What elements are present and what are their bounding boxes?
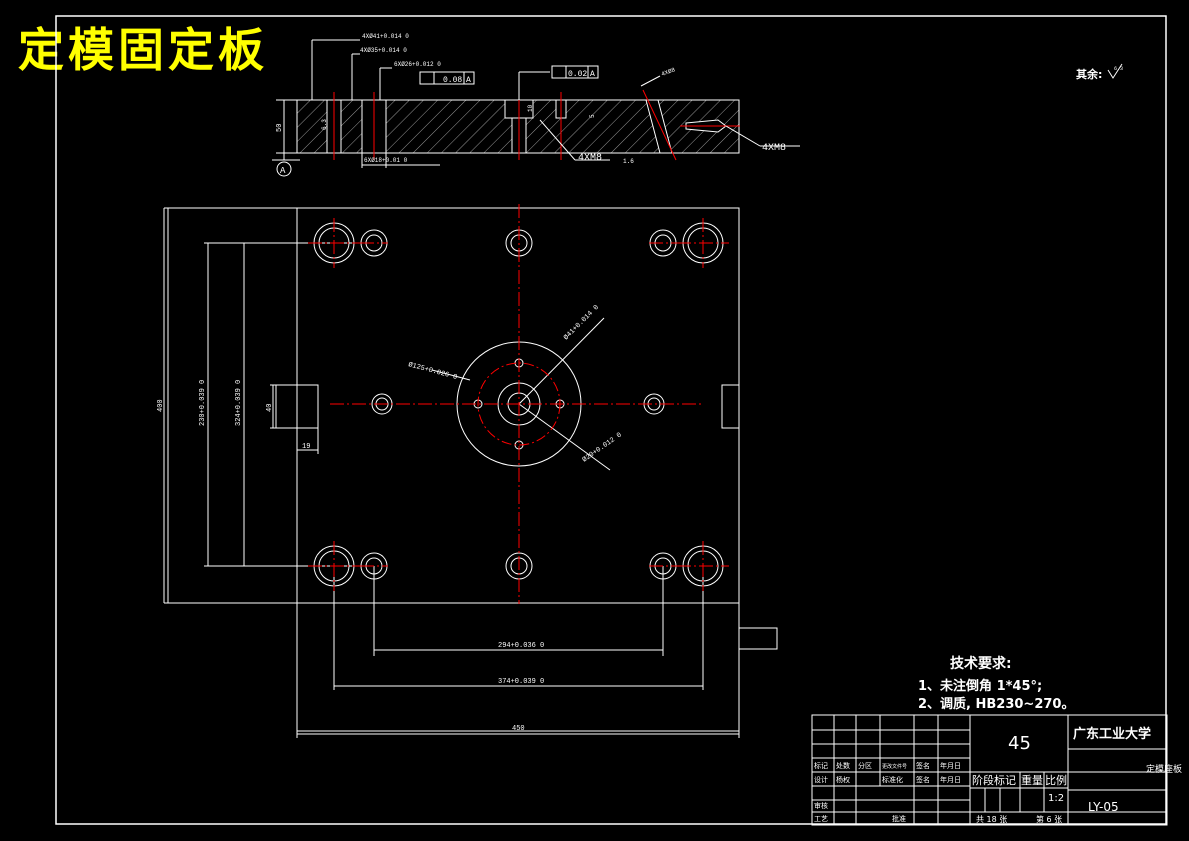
scale: 1:2 bbox=[1048, 793, 1064, 804]
perp-tolerance: 0.08 bbox=[443, 76, 462, 85]
tb-craft: 工艺 bbox=[814, 815, 828, 823]
dim-depth-2: 5 bbox=[589, 114, 596, 118]
tb-date: 年月日 bbox=[940, 775, 961, 784]
tb-label-2: 分区 bbox=[858, 761, 872, 770]
dim-bore-26: 6XØ26+0.012 0 bbox=[394, 61, 441, 68]
tb-weight: 重量 bbox=[1021, 773, 1043, 787]
bolt-circle bbox=[477, 362, 561, 446]
plate-outline bbox=[296, 207, 740, 732]
dim-bore-125: Ø125+0.026 0 bbox=[407, 360, 458, 382]
tb-standard: 标准化 bbox=[882, 775, 903, 784]
tech-req-item-1: 1、未注倒角 1*45°; bbox=[918, 678, 1042, 694]
dim-depth: 10 bbox=[527, 104, 534, 112]
dim-width: 450 bbox=[512, 725, 525, 733]
drawing-no: LY-05 bbox=[1088, 800, 1119, 814]
tb-label-0: 标记 bbox=[814, 761, 828, 770]
tb-sign: 签名 bbox=[916, 775, 930, 784]
tb-design: 设计 bbox=[814, 775, 828, 784]
dim-slot-19: 19 bbox=[302, 443, 310, 451]
perp-datum: A bbox=[466, 76, 471, 85]
thread-m8-right: 4XM8 bbox=[762, 143, 786, 154]
parallel-datum: A bbox=[590, 70, 595, 79]
dim-bore-35: 4XØ35+0.014 0 bbox=[360, 47, 407, 54]
dim-bore-41: 4XØ41+0.014 0 bbox=[362, 33, 409, 40]
dim-374: 374+0.039 0 bbox=[498, 678, 544, 686]
material: 45 bbox=[1008, 733, 1031, 754]
tb-designer: 杨权 bbox=[836, 775, 850, 784]
dim-thickness: 50 bbox=[276, 124, 284, 132]
dim-height: 400 bbox=[157, 399, 165, 412]
part-name: 定模座板 bbox=[1146, 763, 1182, 775]
tech-req-item-2: 2、调质, HB230~270。 bbox=[918, 696, 1074, 712]
roughness-symbol bbox=[1107, 63, 1123, 79]
section-view bbox=[272, 39, 800, 177]
tb-stage-mark: 阶段标记 bbox=[972, 773, 1016, 787]
plan-view bbox=[163, 207, 778, 738]
parallel-tolerance: 0.02 bbox=[568, 70, 587, 79]
dim-294: 294+0.036 0 bbox=[498, 642, 544, 650]
tb-audit: 审核 bbox=[814, 801, 828, 810]
school-name: 广东工业大学 bbox=[1073, 726, 1151, 742]
centerlines bbox=[308, 204, 729, 604]
datum-a-circle bbox=[276, 161, 292, 177]
tb-label-1: 处数 bbox=[836, 761, 850, 770]
dim-bore-20: Ø20+0.012 0 bbox=[581, 431, 624, 465]
dim-slot-40: 40 bbox=[266, 404, 274, 412]
roughness-note: 其余: bbox=[1076, 67, 1102, 81]
thread-m8-mid: 4XM8 bbox=[578, 153, 602, 164]
tb-approve: 批准 bbox=[892, 814, 906, 823]
tech-req-heading: 技术要求: bbox=[950, 655, 1012, 672]
dim-324: 324+0.039 0 bbox=[235, 380, 243, 426]
section-angle-hole bbox=[645, 99, 673, 154]
tb-label-3: 更改文件号 bbox=[882, 763, 907, 770]
tb-label-4: 签名 bbox=[916, 761, 930, 770]
tb-label-5: 年月日 bbox=[940, 761, 961, 770]
roughness-small: 1.6 bbox=[623, 158, 634, 165]
datum-label: A bbox=[280, 166, 286, 176]
title-block bbox=[811, 714, 1168, 826]
dim-bore-18: 6XØ18+0.01 0 bbox=[364, 157, 408, 164]
roughness-left: 6.3 bbox=[321, 119, 328, 130]
drawing-border bbox=[55, 15, 1167, 825]
drawing-title: 定模固定板 bbox=[18, 23, 268, 77]
tb-sheets-total: 共 18 张 bbox=[976, 815, 1007, 824]
dim-230: 230+0.039 0 bbox=[199, 380, 207, 426]
dim-angle-holes: 4XØ8 bbox=[660, 66, 676, 78]
tb-sheet-no: 第 6 张 bbox=[1036, 814, 1062, 824]
tb-ratio: 比例 bbox=[1045, 773, 1067, 787]
dim-bore-41-plan: Ø41+0.014 0 bbox=[562, 303, 601, 342]
